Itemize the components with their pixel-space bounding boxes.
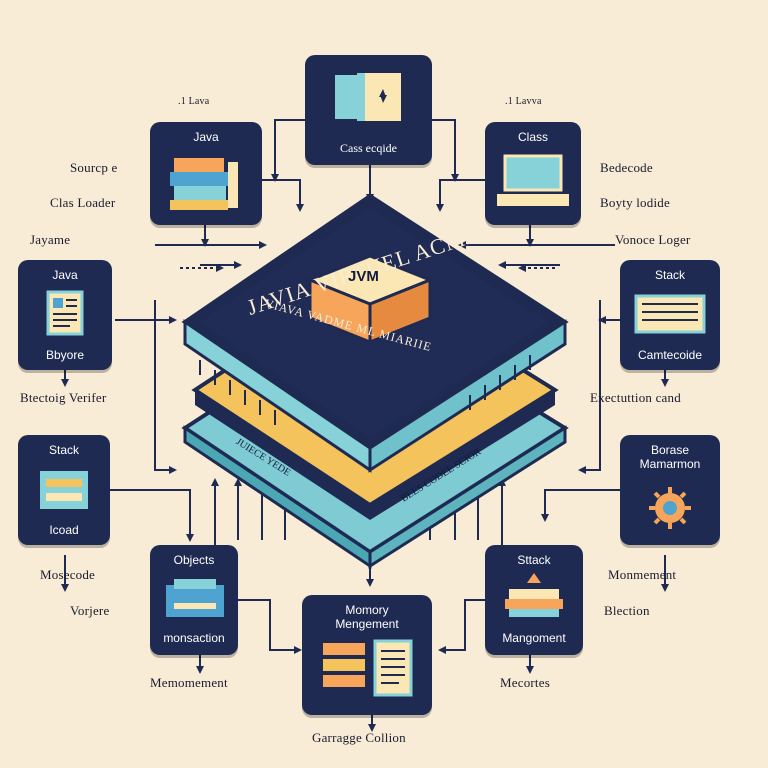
jvm-badge-label: JVM xyxy=(348,268,379,285)
node-class: Class xyxy=(485,122,581,225)
node-class-label: Class xyxy=(517,130,548,144)
node-stack-bottom-right: Sttack Mangoment xyxy=(485,545,583,655)
printer-icon xyxy=(166,579,224,617)
label-mecortes: Mecortes xyxy=(500,675,550,690)
label-mosecode: Mosecode xyxy=(40,567,96,582)
node-java-left-label: Bbyore xyxy=(45,348,85,362)
label-vonoce-loger: Vonoce Loger xyxy=(615,232,691,247)
label-boyty-lodide: Boyty lodide xyxy=(600,195,670,210)
stacked-books-icon xyxy=(505,573,563,617)
arrow-right-vert xyxy=(578,300,601,474)
node-memory: Momory Mengement xyxy=(302,595,432,715)
binder-icon xyxy=(335,73,401,121)
node-stack-right-label: Camtecoide xyxy=(637,348,703,362)
memory-list-icon xyxy=(323,639,413,697)
node-memory-label: Mengement xyxy=(335,617,399,631)
label-right-top-small: .1 Lavva xyxy=(505,96,542,107)
label-monmement: Monmement xyxy=(608,567,677,582)
node-stack-right-title: Stack xyxy=(654,268,685,282)
node-top-label: Cass ecqide xyxy=(340,141,397,155)
arrow-top-right xyxy=(432,119,459,182)
label-garbage-collion: Garragge Collion xyxy=(312,730,406,745)
node-java-source-label: Java xyxy=(193,130,219,144)
node-stack-left-title: Stack xyxy=(48,443,79,457)
node-borase-label: Mamarmon xyxy=(639,457,701,471)
arrow-borase xyxy=(541,489,620,522)
label-source-code: Sourcp e xyxy=(70,160,118,175)
node-memory-title: Momory xyxy=(345,603,389,617)
node-java-source: Java xyxy=(150,122,262,225)
node-borase-title: Borase xyxy=(650,443,690,457)
arrow-obj-right xyxy=(235,599,302,654)
node-stack-right: Stack Camtecoide xyxy=(620,260,720,370)
arrow-class-left xyxy=(436,179,485,212)
label-left-top-small: .1 Lava xyxy=(178,96,210,107)
node-stack-left-label: Icoad xyxy=(49,523,79,537)
jvm-ticks xyxy=(199,355,531,425)
node-java-left-title: Java xyxy=(52,268,78,282)
arrow-top-left xyxy=(271,119,305,182)
books-icon xyxy=(170,158,238,210)
node-objects-title: Objects xyxy=(173,553,215,567)
node-stack-br-label: Mangoment xyxy=(502,631,566,645)
label-blection: Blection xyxy=(604,603,650,618)
node-objects-label: monsaction xyxy=(163,631,225,645)
node-class-file-top: Cass ecqide xyxy=(305,55,432,165)
node-stack-br-title: Sttack xyxy=(517,553,551,567)
label-bedecode: Bedecode xyxy=(600,160,653,175)
node-stack-left: Stack Icoad xyxy=(18,435,110,545)
arrow-java-right xyxy=(262,179,304,212)
drawer-icon xyxy=(40,471,88,509)
open-book-icon xyxy=(634,294,706,334)
jvm-badge xyxy=(305,254,435,345)
arrow-stack-br-left xyxy=(438,599,500,654)
document-icon xyxy=(46,290,84,336)
label-memomement: Memomement xyxy=(150,675,228,690)
gear-icon xyxy=(649,487,691,529)
label-class-loader: Clas Loader xyxy=(50,195,116,210)
node-java-left: Java Bbyore xyxy=(18,260,112,370)
node-objects: Objects monsaction xyxy=(150,545,238,655)
monitor-icon xyxy=(497,154,569,206)
label-javame: Jayame xyxy=(30,232,71,247)
arrow-stack-left xyxy=(110,489,194,542)
label-vorjere: Vorjere xyxy=(70,603,110,618)
label-execution-cand: Exectuttion cand xyxy=(590,390,681,405)
label-bytecode-verifier: Btectoig Verifer xyxy=(20,390,107,405)
arrow-left-vert xyxy=(154,300,177,474)
jvm-platform xyxy=(181,193,569,569)
node-borase: Borase Mamarmon xyxy=(620,435,720,545)
